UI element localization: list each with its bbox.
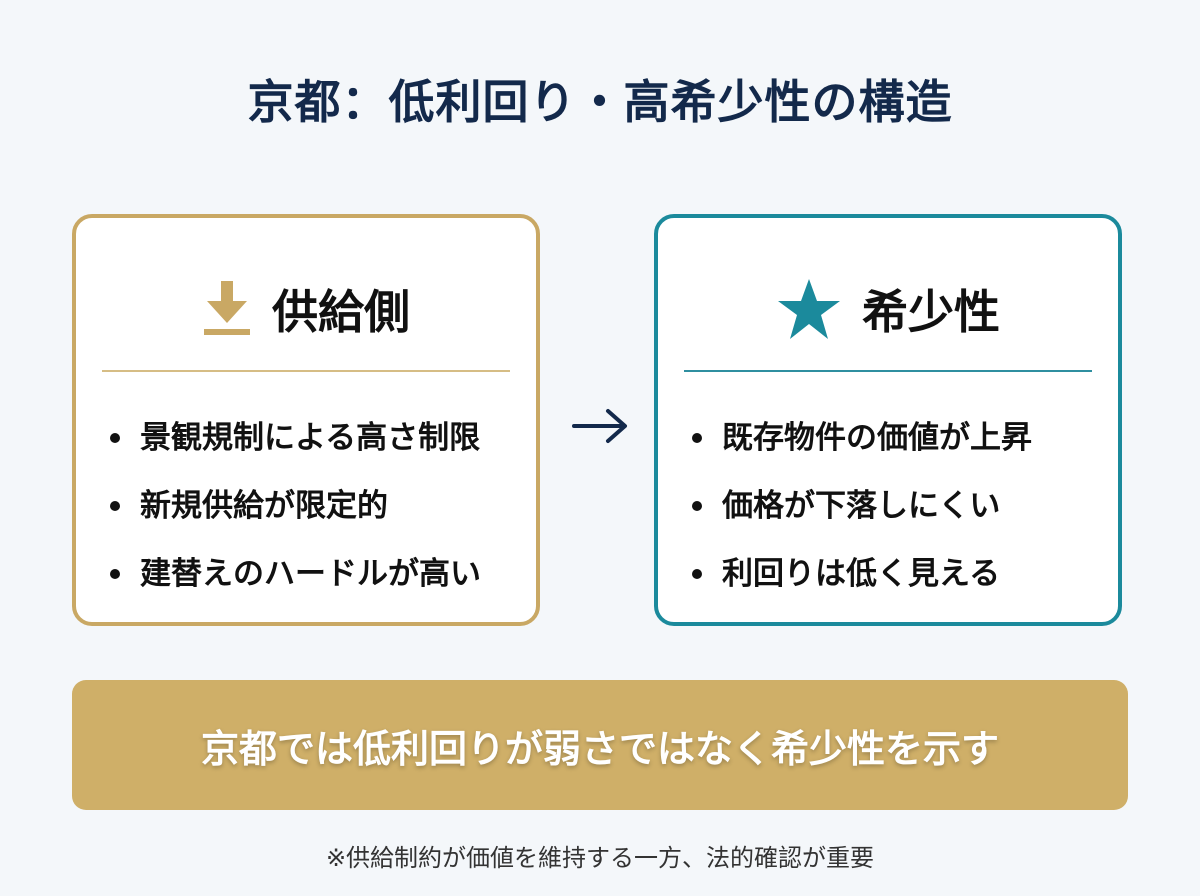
supply-side-card: 供給側 景観規制による高さ制限 新規供給が限定的 建替えのハードルが高い <box>72 214 540 626</box>
scarcity-divider <box>684 370 1092 372</box>
supply-divider <box>102 370 510 372</box>
scarcity-heading: 希少性 <box>862 285 1000 339</box>
bullet-icon <box>110 569 120 579</box>
bullet-icon <box>110 433 120 443</box>
scarcity-list: 既存物件の価値が上昇 価格が下落しにくい 利回りは低く見える <box>692 404 1032 608</box>
right-arrow-icon <box>572 409 627 443</box>
scarcity-header: 希少性 <box>658 276 1118 342</box>
list-item: 新規供給が限定的 <box>110 472 481 540</box>
supply-side-heading: 供給側 <box>272 285 410 339</box>
bullet-icon <box>110 501 120 511</box>
conclusion-banner: 京都では低利回りが弱さではなく希少性を示す <box>72 680 1128 810</box>
bullet-icon <box>692 501 702 511</box>
bullet-icon <box>692 569 702 579</box>
list-item: 景観規制による高さ制限 <box>110 404 481 472</box>
page-title: 京都：低利回り・高希少性の構造 <box>247 75 953 129</box>
star-icon <box>778 279 840 339</box>
download-arrow-icon <box>204 281 250 335</box>
scarcity-card: 希少性 既存物件の価値が上昇 価格が下落しにくい 利回りは低く見える <box>654 214 1122 626</box>
supply-side-header: 供給側 <box>76 276 536 342</box>
supply-list: 景観規制による高さ制限 新規供給が限定的 建替えのハードルが高い <box>110 404 481 608</box>
list-item: 既存物件の価値が上昇 <box>692 404 1032 472</box>
bullet-icon <box>692 433 702 443</box>
conclusion-text: 京都では低利回りが弱さではなく希少性を示す <box>200 726 999 771</box>
list-item: 価格が下落しにくい <box>692 472 1032 540</box>
footnote: ※供給制約が価値を維持する一方、法的確認が重要 <box>325 844 875 872</box>
list-item: 利回りは低く見える <box>692 540 1032 608</box>
list-item: 建替えのハードルが高い <box>110 540 481 608</box>
